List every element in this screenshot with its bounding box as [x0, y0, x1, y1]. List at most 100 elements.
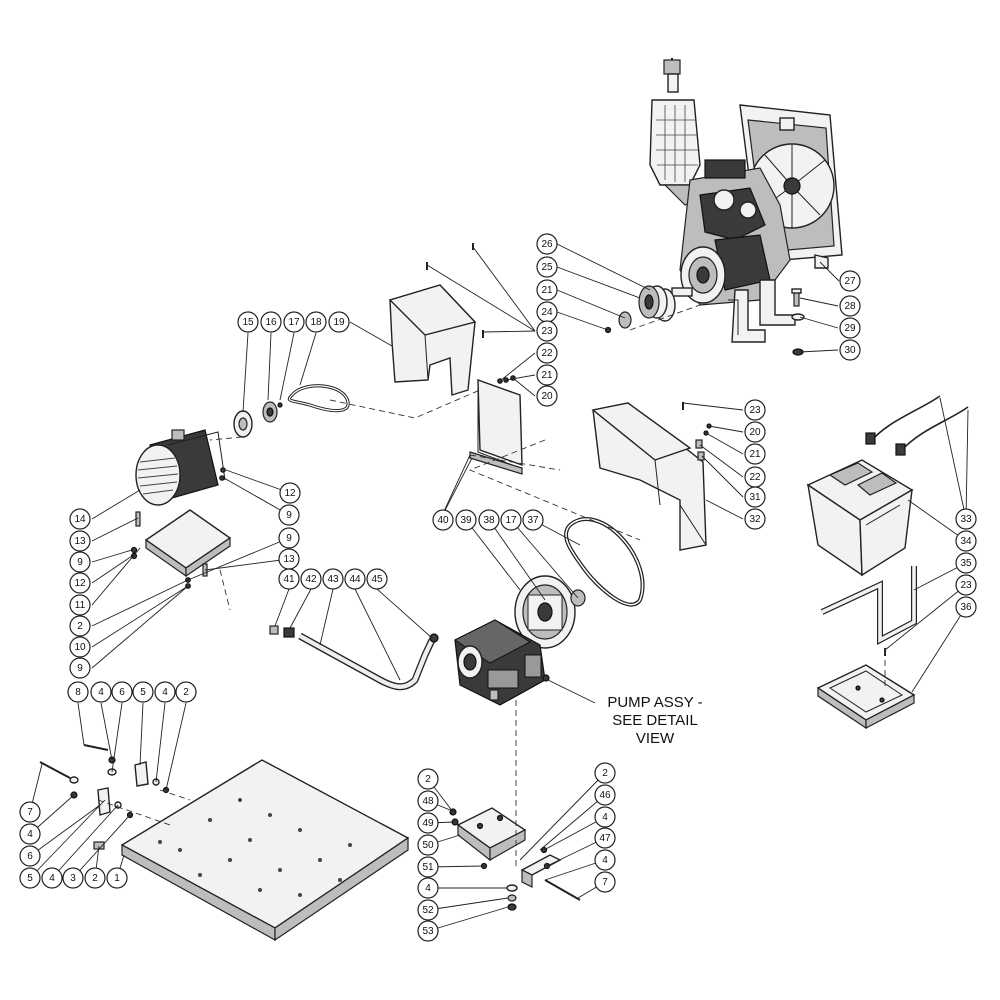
balloon-circle: [955, 574, 977, 596]
balloon-circle: [594, 871, 616, 893]
balloon-circle: [154, 681, 176, 703]
callout-balloon: 6: [19, 845, 41, 867]
callout-number: 19: [333, 317, 345, 328]
callout-balloon: 38: [478, 509, 500, 531]
callout-balloon: 33: [955, 508, 977, 530]
callout-number: 12: [284, 488, 296, 499]
balloon-circle: [69, 594, 91, 616]
callout-number: 23: [749, 405, 761, 416]
callout-number: 9: [77, 663, 83, 674]
callout-balloon: 9: [69, 657, 91, 679]
callout-balloon: 22: [744, 466, 766, 488]
callout-number: 8: [75, 687, 81, 698]
engine-pulley: [604, 285, 676, 334]
callout-balloon: 18: [305, 311, 327, 333]
callout-number: 46: [599, 790, 611, 801]
callout-balloon: 48: [417, 790, 439, 812]
balloon-circle: [305, 311, 327, 333]
callout-balloon: 43: [322, 568, 344, 590]
callout-balloon: 20: [744, 421, 766, 443]
callout-balloon: 27: [839, 270, 861, 292]
callout-balloon: 2: [594, 762, 616, 784]
callout-balloon: 52: [417, 899, 439, 921]
callout-number: 11: [75, 600, 86, 611]
balloon-circle: [90, 681, 112, 703]
callout-number: 14: [74, 514, 86, 525]
callout-number: 7: [27, 807, 33, 818]
callout-number: 2: [602, 768, 608, 779]
callout-balloon: 53: [417, 920, 439, 942]
balloon-circle: [432, 509, 454, 531]
balloon-circle: [417, 834, 439, 856]
balloon-circle: [417, 877, 439, 899]
callout-number: 40: [437, 515, 449, 526]
callout-number: 21: [541, 370, 553, 381]
callout-number: 18: [310, 317, 322, 328]
callout-number: 42: [305, 574, 317, 585]
callout-balloon: 15: [237, 311, 259, 333]
balloon-circle: [594, 849, 616, 871]
engine-assembly: [649, 58, 843, 343]
balloon-circle: [536, 385, 558, 407]
callout-balloon: 12: [69, 572, 91, 594]
callout-number: 28: [844, 301, 856, 312]
balloon-circle: [417, 856, 439, 878]
callout-balloon: 47: [594, 827, 616, 849]
balloon-circle: [417, 899, 439, 921]
callout-number: 21: [541, 285, 553, 296]
balloon-circle: [237, 311, 259, 333]
callout-balloon: 21: [744, 443, 766, 465]
balloon-circle: [283, 311, 305, 333]
callout-balloon: 44: [344, 568, 366, 590]
callout-balloon: 21: [536, 364, 558, 386]
generator-pulley: [233, 384, 350, 438]
balloon-circle: [955, 596, 977, 618]
balloon-circle: [478, 509, 500, 531]
balloon-circle: [744, 421, 766, 443]
callout-number: 45: [371, 574, 383, 585]
callout-number: 35: [960, 558, 972, 569]
balloon-circle: [69, 636, 91, 658]
callout-balloon: 35: [955, 552, 977, 574]
callout-number: 16: [265, 317, 277, 328]
callout-number: 6: [27, 851, 33, 862]
callout-balloon: 14: [69, 508, 91, 530]
callout-balloon: 12: [279, 482, 301, 504]
callout-number: 2: [425, 774, 431, 785]
callout-balloon: 34: [955, 530, 977, 552]
balloon-circle: [744, 486, 766, 508]
callout-balloon: 4: [41, 867, 63, 889]
battery-strap: [820, 566, 917, 645]
callout-number: 9: [286, 533, 292, 544]
callout-number: 4: [162, 687, 168, 698]
balloon-circle: [41, 867, 63, 889]
callout-balloon: 28: [839, 295, 861, 317]
unloader-hose: [269, 625, 439, 691]
balloon-circle: [69, 551, 91, 573]
callout-number: 23: [960, 580, 972, 591]
callout-balloon: 45: [366, 568, 388, 590]
callout-balloon: 4: [19, 823, 41, 845]
callout-number: 26: [541, 239, 553, 250]
callout-number: 44: [349, 574, 361, 585]
callout-balloon: 19: [328, 311, 350, 333]
callout-balloon: 20: [536, 385, 558, 407]
callout-balloon: 32: [744, 508, 766, 530]
callout-number: 10: [74, 642, 86, 653]
callout-number: 30: [844, 345, 856, 356]
note-line-1: PUMP ASSY -: [607, 694, 702, 711]
balloon-circle: [536, 342, 558, 364]
callout-balloon: 5: [132, 681, 154, 703]
callout-balloon: 10: [69, 636, 91, 658]
callout-number: 1: [114, 873, 120, 884]
callout-balloon: 2: [175, 681, 197, 703]
callout-balloon: 11: [69, 594, 91, 616]
callout-number: 31: [749, 492, 761, 503]
balloon-circle: [839, 270, 861, 292]
callout-number: 12: [74, 578, 86, 589]
balloon-circle: [522, 509, 544, 531]
callout-number: 52: [422, 905, 434, 916]
callout-number: 5: [140, 687, 146, 698]
callout-balloon: 25: [536, 256, 558, 278]
